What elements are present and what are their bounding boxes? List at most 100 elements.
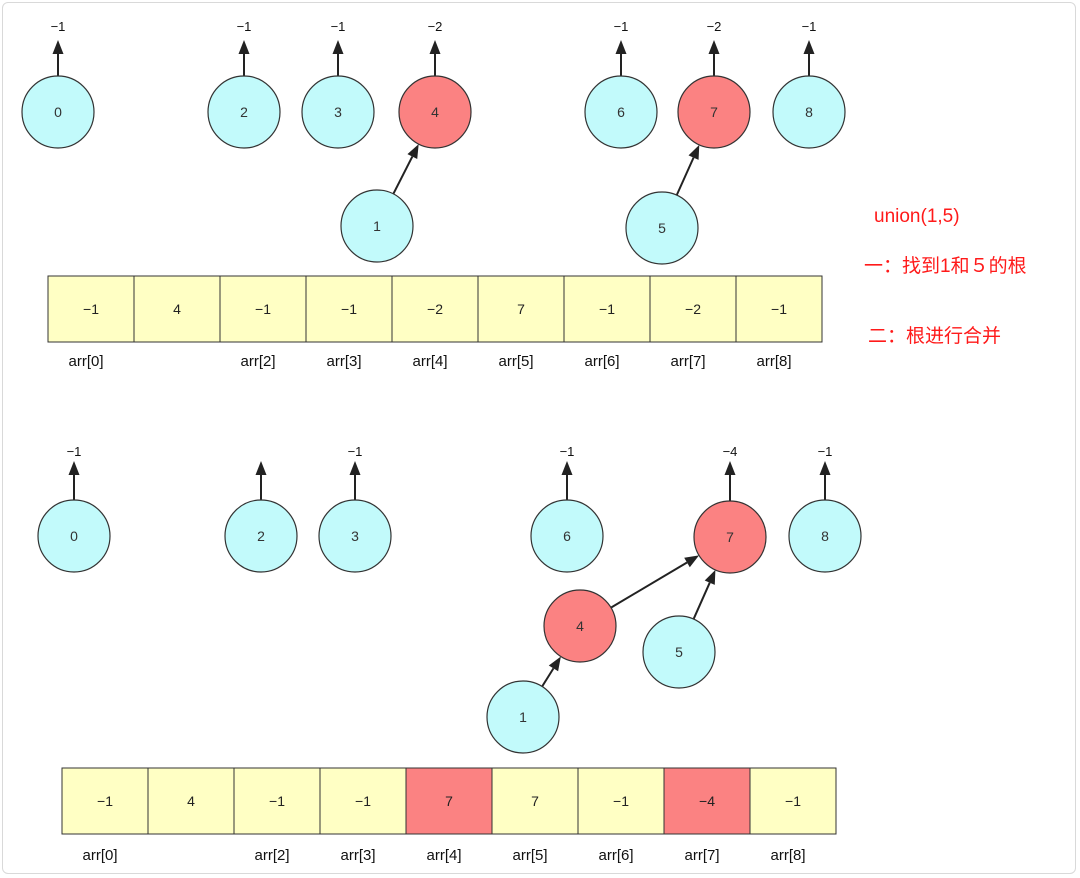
root-arrow-node-0 <box>68 461 80 500</box>
tree-node-6: 6 <box>584 75 658 149</box>
array-cell-6: −1 <box>563 275 651 343</box>
array-cell-value: 4 <box>187 793 195 809</box>
array-index-label-2: arr[2] <box>240 353 275 370</box>
array-index-label-7: arr[7] <box>670 353 705 370</box>
array-index-label-0: arr[0] <box>68 353 103 370</box>
root-arrow-node-2 <box>255 461 267 500</box>
edge-4-to-7-arrow <box>610 555 700 609</box>
array-cell-7: −2 <box>649 275 737 343</box>
node-label: 4 <box>431 104 439 120</box>
root-size-label-node-8: −1 <box>802 19 817 34</box>
root-size-label-node-7: −2 <box>707 19 722 34</box>
tree-node-3: 3 <box>318 499 392 573</box>
array-cell-4: 7 <box>405 767 493 835</box>
root-arrow-node-3 <box>332 40 344 76</box>
array-cell-8: −1 <box>749 767 837 835</box>
array-cell-2: −1 <box>233 767 321 835</box>
root-size-label-node-3: −1 <box>331 19 346 34</box>
array-cell-value: −1 <box>785 793 801 809</box>
tree-node-1: 1 <box>486 680 560 754</box>
root-size-label-node-0: −1 <box>51 19 66 34</box>
tree-node-3: 3 <box>301 75 375 149</box>
array-cell-value: −1 <box>97 793 113 809</box>
array-cell-3: −1 <box>305 275 393 343</box>
array-cell-2: −1 <box>219 275 307 343</box>
node-label: 8 <box>821 528 829 544</box>
array-cell-value: −1 <box>83 301 99 317</box>
root-arrow-node-3 <box>349 461 361 500</box>
array-cell-0: −1 <box>61 767 149 835</box>
root-size-label-node-3: −1 <box>348 444 363 459</box>
array-cell-value: −1 <box>771 301 787 317</box>
array-cell-value: 4 <box>173 301 181 317</box>
array-cell-value: −1 <box>355 793 371 809</box>
array-cell-value: −1 <box>613 793 629 809</box>
root-size-label-node-6: −1 <box>560 444 575 459</box>
array-cell-5: 7 <box>477 275 565 343</box>
array-cell-7: −4 <box>663 767 751 835</box>
node-label: 2 <box>257 528 265 544</box>
tree-node-5: 5 <box>625 191 699 265</box>
step-two-merge-roots: 二：根进行合并 <box>868 325 1001 347</box>
root-arrow-node-8 <box>803 40 815 76</box>
array-cell-value: −1 <box>599 301 615 317</box>
array-index-label-6: arr[6] <box>584 353 619 370</box>
node-label: 3 <box>351 528 359 544</box>
array-index-label-4: arr[4] <box>412 353 447 370</box>
tree-node-8: 8 <box>772 75 846 149</box>
array-cell-value: −1 <box>341 301 357 317</box>
array-index-label-3: arr[3] <box>340 847 375 864</box>
root-size-label-node-7: −4 <box>723 444 738 459</box>
tree-node-4: 4 <box>543 589 617 663</box>
tree-node-1: 1 <box>340 189 414 263</box>
node-label: 6 <box>563 528 571 544</box>
edge-1-to-4-arrow <box>541 656 561 688</box>
node-label: 6 <box>617 104 625 120</box>
array-cell-value: −2 <box>685 301 701 317</box>
array-index-label-8: arr[8] <box>770 847 805 864</box>
edge-5-to-7-arrow <box>692 569 716 620</box>
node-label: 3 <box>334 104 342 120</box>
tree-node-4: 4 <box>398 75 472 149</box>
root-size-label-node-8: −1 <box>818 444 833 459</box>
root-arrow-node-2 <box>238 40 250 76</box>
tree-node-2: 2 <box>207 75 281 149</box>
root-arrow-node-6 <box>615 40 627 76</box>
union-operation-label: union(1,5) <box>874 206 960 227</box>
tree-node-0: 0 <box>21 75 95 149</box>
array-cell-8: −1 <box>735 275 823 343</box>
root-arrow-node-7 <box>708 40 720 76</box>
root-size-label-node-2: −1 <box>237 19 252 34</box>
edge-5-to-7-arrow <box>675 144 700 196</box>
tree-node-7: 7 <box>693 500 767 574</box>
tree-node-7: 7 <box>677 75 751 149</box>
node-label: 8 <box>805 104 813 120</box>
array-index-label-7: arr[7] <box>684 847 719 864</box>
array-cell-6: −1 <box>577 767 665 835</box>
root-arrow-node-0 <box>52 40 64 76</box>
node-label: 7 <box>710 104 718 120</box>
array-index-label-3: arr[3] <box>326 353 361 370</box>
array-cell-1: 4 <box>147 767 235 835</box>
tree-node-8: 8 <box>788 499 862 573</box>
node-label: 0 <box>54 104 62 120</box>
tree-node-5: 5 <box>642 615 716 689</box>
node-label: 5 <box>675 644 683 660</box>
root-size-label-node-6: −1 <box>614 19 629 34</box>
array-index-label-6: arr[6] <box>598 847 633 864</box>
tree-node-6: 6 <box>530 499 604 573</box>
array-cell-1: 4 <box>133 275 221 343</box>
root-size-label-node-4: −2 <box>428 19 443 34</box>
node-label: 2 <box>240 104 248 120</box>
root-arrow-node-4 <box>429 40 441 76</box>
array-cell-3: −1 <box>319 767 407 835</box>
node-label: 5 <box>658 220 666 236</box>
array-index-label-2: arr[2] <box>254 847 289 864</box>
root-size-label-node-0: −1 <box>67 444 82 459</box>
array-cell-value: −1 <box>255 301 271 317</box>
step-one-find-roots: 一：找到1和５的根 <box>864 255 1027 277</box>
